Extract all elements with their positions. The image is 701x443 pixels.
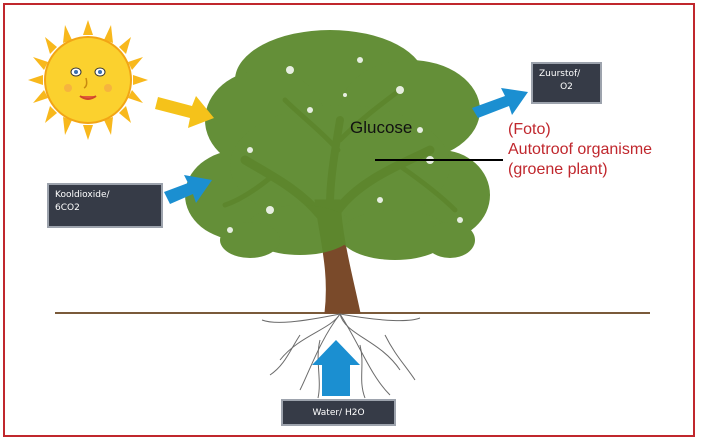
oxygen-label-line1: Zuurstof/ — [539, 69, 581, 79]
glucose-label: Glucose — [350, 118, 413, 137]
oxygen-label-box: Zuurstof/ O2 — [531, 62, 602, 104]
roots — [261, 313, 421, 399]
co2-arrow — [164, 175, 212, 204]
oxygen-label-line2: O2 — [560, 82, 573, 92]
water-arrow — [312, 340, 360, 396]
organism-label-line2: Autotroof organisme — [508, 141, 653, 158]
organism-label-line1: (Foto) — [508, 121, 551, 138]
co2-label-line2: 6CO2 — [55, 203, 80, 213]
diagram-frame — [3, 3, 695, 437]
water-label-box: Water/ H2O — [281, 399, 396, 426]
tree-foliage — [185, 30, 490, 260]
organism-label: (Foto) Autotroof organisme (groene plant… — [508, 120, 652, 180]
co2-label-line1: Kooldioxide/ — [55, 190, 110, 200]
water-label: Water/ H2O — [312, 408, 365, 418]
o2-arrow — [472, 88, 528, 118]
organism-label-line3: (groene plant) — [508, 161, 608, 178]
sunlight-arrow — [155, 96, 214, 128]
sun-face-icon — [28, 20, 148, 140]
co2-label-box: Kooldioxide/ 6CO2 — [47, 183, 163, 228]
